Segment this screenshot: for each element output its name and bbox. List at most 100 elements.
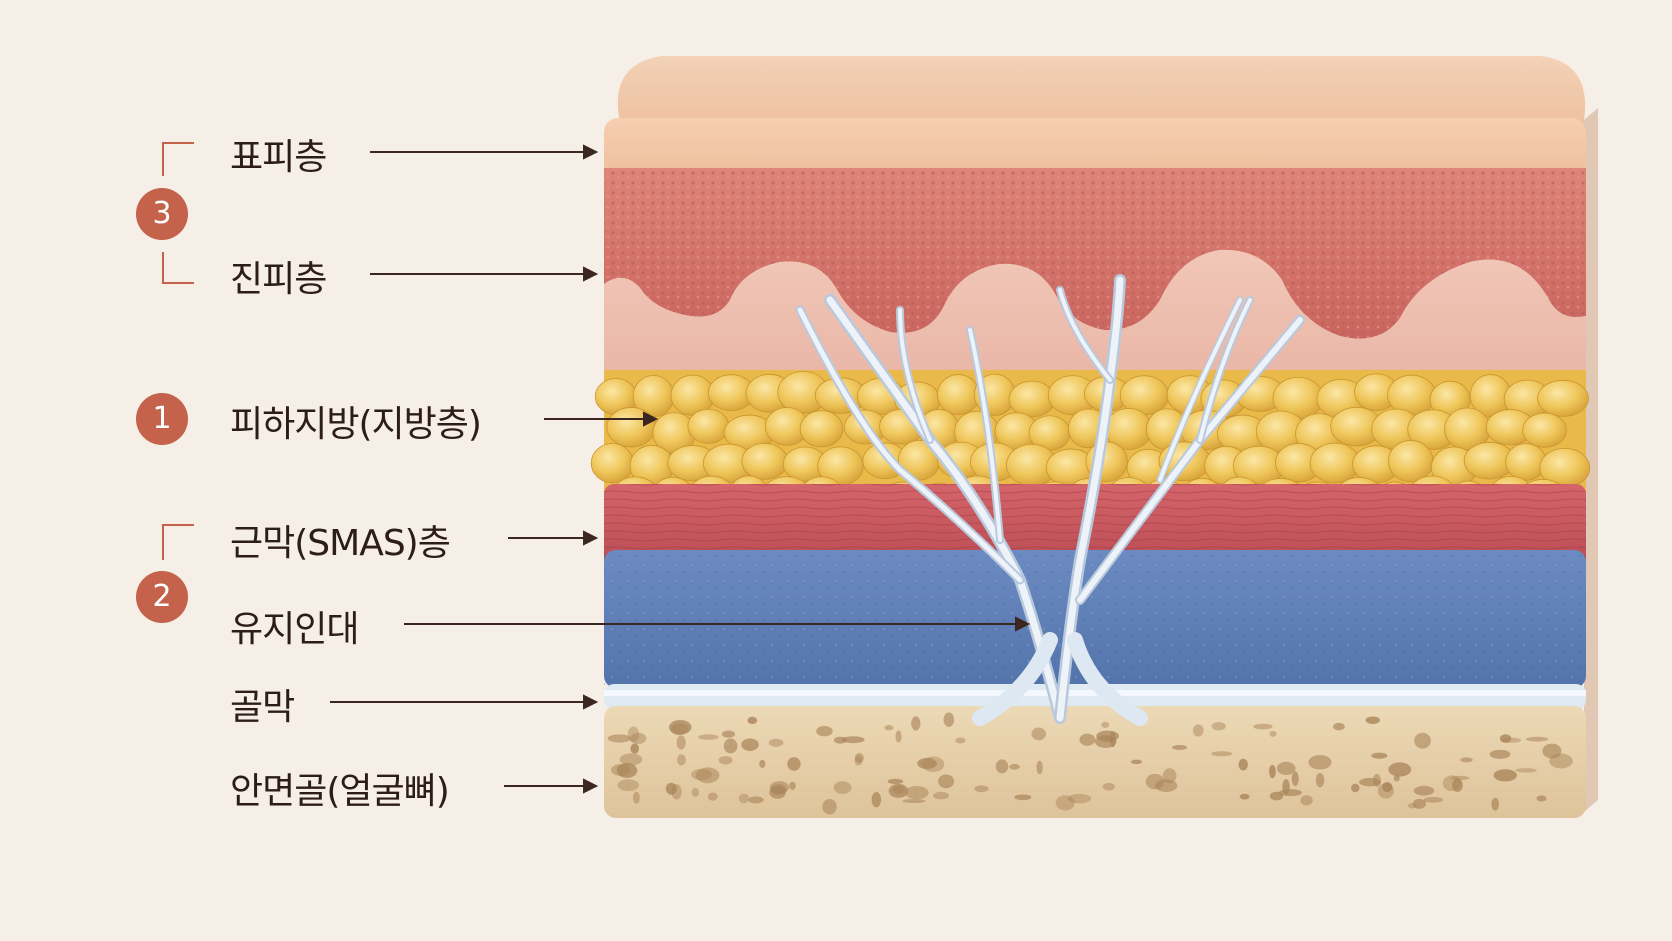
label-retaining-ligament: 유지인대 <box>230 609 359 650</box>
bone-pore <box>1269 764 1276 779</box>
bone-pore <box>1460 757 1473 763</box>
bone-pore <box>871 792 882 808</box>
fat-cell <box>1388 440 1434 483</box>
leader-arrows <box>330 144 1031 794</box>
badge-fat-group: 1 <box>136 393 188 445</box>
bone-pore <box>1102 782 1115 791</box>
bone-pore <box>1491 797 1500 811</box>
fat-cell <box>1008 380 1056 418</box>
retaining-ligament-tree <box>795 274 1305 726</box>
bone-pore <box>917 757 937 769</box>
badge-skin-group: 3 <box>136 188 188 240</box>
bone-pore <box>1371 752 1388 759</box>
bone-pore <box>833 736 847 744</box>
bone-pore <box>1036 760 1043 775</box>
bone-pore <box>1067 793 1092 804</box>
bone-pore <box>671 784 682 800</box>
bone-pore <box>617 779 640 792</box>
bone-pore <box>1493 769 1518 782</box>
bone-pore <box>841 736 865 744</box>
bone-pore <box>1162 768 1177 784</box>
bone-pore <box>1412 798 1426 809</box>
bone-pore <box>1515 768 1537 773</box>
bone-pore <box>723 738 738 754</box>
fat-cell <box>590 443 634 484</box>
bone-layer <box>604 706 1586 818</box>
bone-pore <box>768 738 784 747</box>
fat-cell <box>1505 443 1547 481</box>
bone-pore <box>932 791 950 800</box>
bone-pore <box>902 799 926 804</box>
bone-pore <box>691 768 713 781</box>
label-dermis: 진피층 <box>230 259 327 300</box>
bone-pore <box>904 786 929 800</box>
bone-pore <box>1308 755 1332 770</box>
bone-pore <box>974 785 989 793</box>
bone-pore <box>787 757 801 771</box>
bone-pore <box>884 724 894 731</box>
bone-pore <box>1373 773 1381 787</box>
bone-pore <box>748 796 764 804</box>
fat-cell <box>1537 379 1589 417</box>
bone-pore <box>1096 730 1120 742</box>
bone-pore <box>1413 785 1435 796</box>
bone-pore <box>1238 758 1248 771</box>
bone-pore <box>632 791 640 804</box>
bracket-skin-top <box>162 142 164 176</box>
bone-pore <box>938 774 955 789</box>
bone-pore <box>1501 737 1522 743</box>
bracket-skin-bottom-tick <box>162 282 194 284</box>
bone-pore <box>1333 722 1345 731</box>
bone-pore <box>1407 802 1417 809</box>
bone-pore <box>1276 761 1296 775</box>
bone-pore <box>738 793 749 804</box>
bone-pore <box>707 792 718 801</box>
bone-pore <box>887 778 904 784</box>
bone-pore <box>789 781 796 790</box>
bone-pore <box>1055 795 1075 811</box>
bone-pore <box>741 738 759 751</box>
badge-deep-group: 2 <box>136 571 188 623</box>
bone-pores <box>607 712 1573 815</box>
bone-pore <box>1300 795 1313 806</box>
bone-pore <box>769 786 786 799</box>
bone-pore <box>1014 794 1032 801</box>
bone-pore <box>718 755 733 765</box>
fat-cell <box>606 407 656 448</box>
bone-pore <box>911 716 921 731</box>
bone-pore <box>1269 730 1277 737</box>
bone-pore <box>1499 734 1512 743</box>
bone-pore <box>895 730 902 743</box>
bone-pore <box>1315 773 1325 788</box>
bone-pore <box>822 798 837 815</box>
bone-pore <box>1171 745 1188 750</box>
label-periosteum: 골막 <box>230 687 295 728</box>
bone-pore <box>630 732 647 745</box>
bone-pore <box>691 787 699 797</box>
bone-pore <box>630 743 640 754</box>
bone-pore <box>1536 795 1547 802</box>
bone-pore <box>1351 783 1360 793</box>
bone-pore <box>854 753 864 763</box>
bone-pore <box>607 734 631 743</box>
label-facial-bone: 안면골(얼굴뼈) <box>230 771 450 812</box>
bone-pore <box>1291 771 1299 786</box>
bone-pore <box>943 712 955 727</box>
bone-pore <box>1278 789 1303 797</box>
bone-pore <box>676 735 686 750</box>
bone-pore <box>616 763 638 778</box>
bone-pore <box>1489 749 1511 759</box>
bone-pore <box>1131 759 1143 765</box>
bone-pore <box>833 781 852 794</box>
bone-pore <box>1239 793 1250 800</box>
bone-pore <box>995 759 1009 774</box>
bracket-skin-top-tick <box>162 142 194 144</box>
bone-pore <box>759 759 766 768</box>
bone-pore <box>668 719 692 735</box>
fat-cell <box>741 442 788 480</box>
bone-pore <box>619 753 643 766</box>
bone-pore <box>676 754 686 766</box>
bone-pore <box>1365 716 1381 724</box>
bone-pore <box>1525 736 1549 742</box>
bracket-deep-top <box>162 524 164 560</box>
